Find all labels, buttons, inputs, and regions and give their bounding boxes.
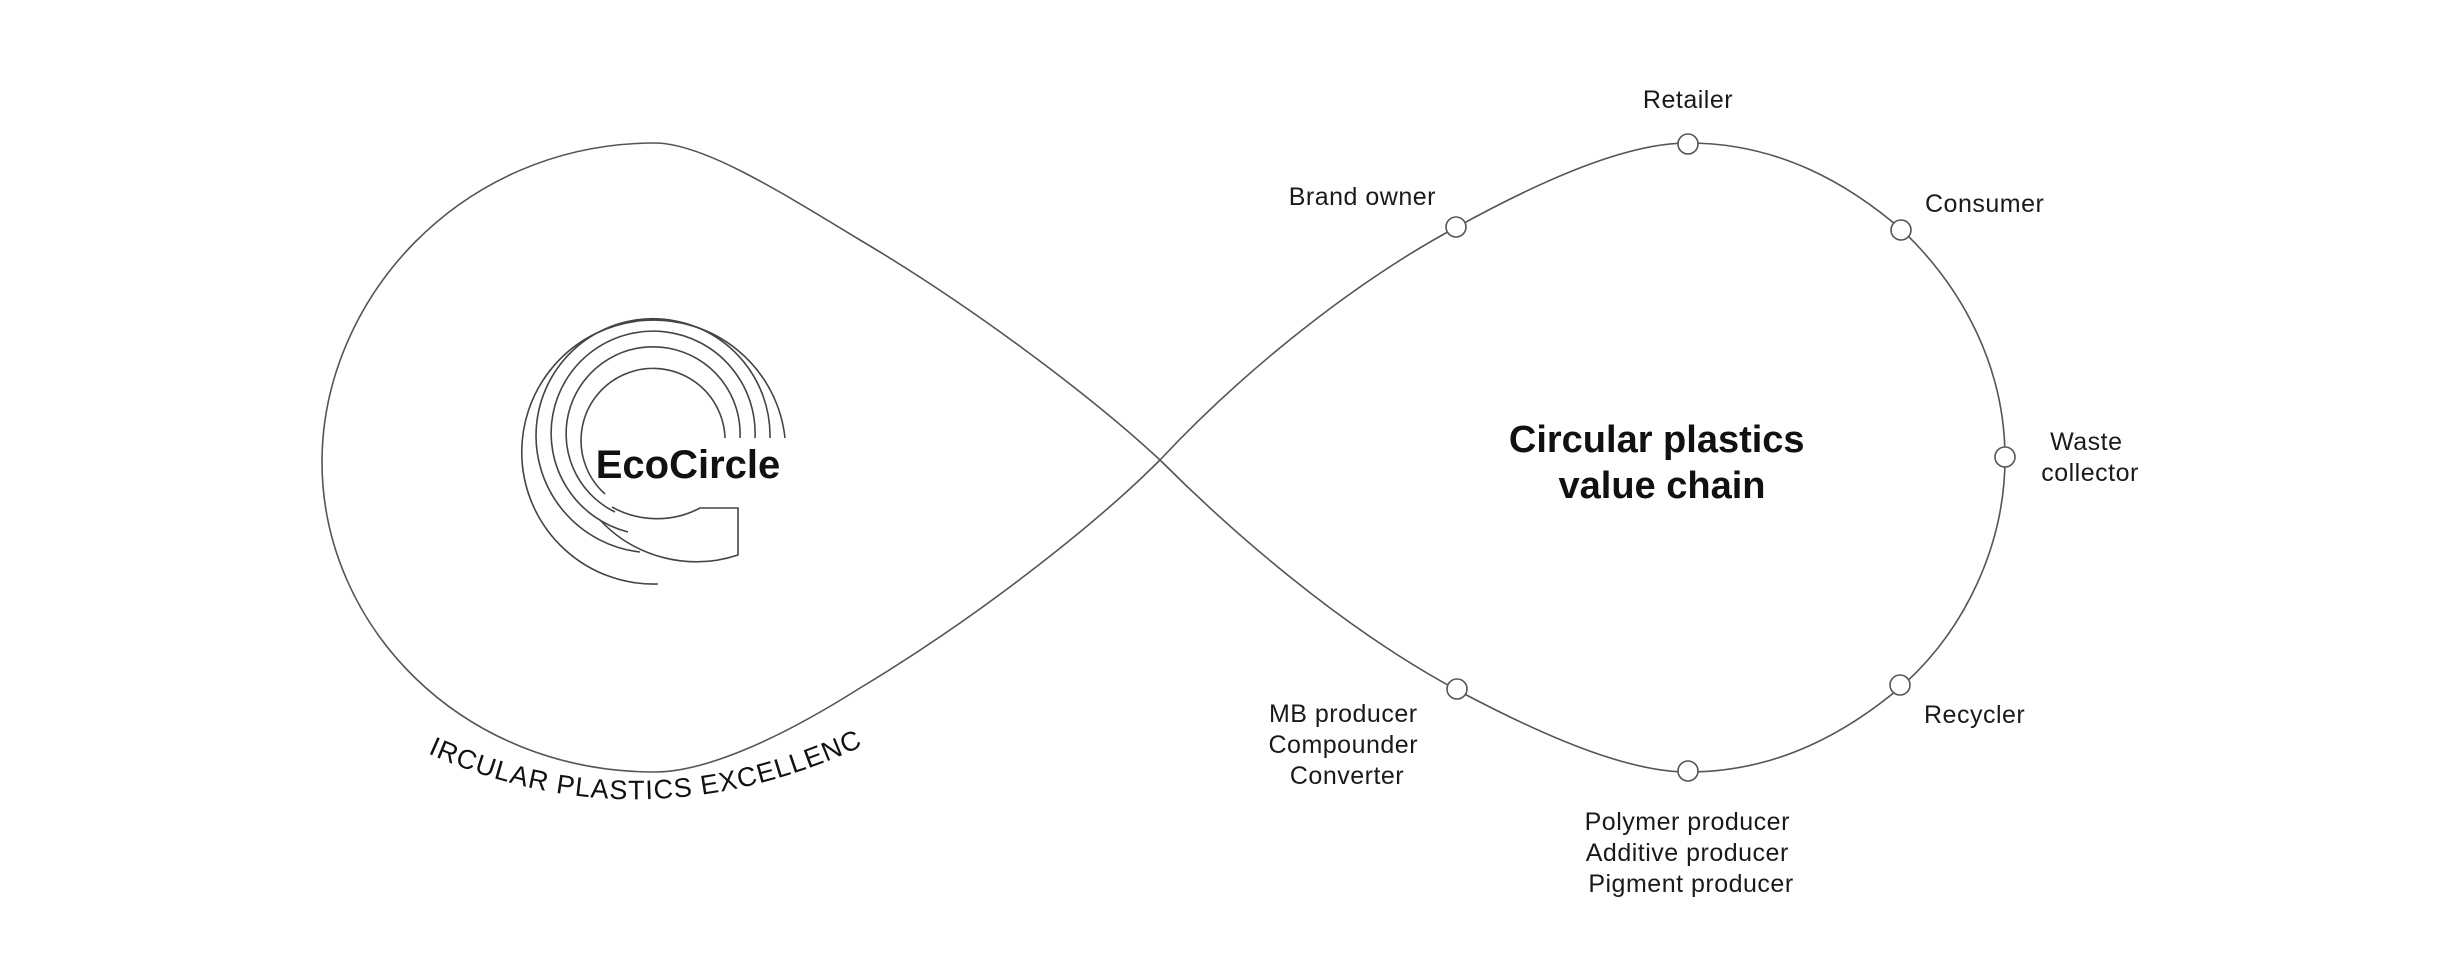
logo-arc-3: [550, 330, 756, 533]
node-polymer-producer: [1677, 760, 1699, 782]
logo-c-shape: [599, 506, 739, 563]
label-brand-owner: Brand owner: [1289, 183, 1436, 211]
node-waste-collector: [1994, 446, 2016, 468]
node-recycler: [1889, 674, 1911, 696]
ecocircle-logo: EcoCircle: [520, 317, 786, 585]
label-polymer-group: Polymer producer Additive producer Pigme…: [1585, 808, 1798, 898]
logo-arc-1: [520, 319, 786, 585]
logo-arc-2: [535, 317, 771, 553]
node-retailer: [1677, 133, 1699, 155]
label-recycler: Recycler: [1924, 701, 2025, 729]
node-consumer: [1890, 219, 1912, 241]
label-waste-collector: Waste collector: [2041, 428, 2139, 487]
logo-arc-5: [580, 367, 726, 495]
label-retailer: Retailer: [1643, 86, 1733, 114]
label-consumer: Consumer: [1925, 190, 2044, 218]
infinity-loop: [321, 142, 2006, 773]
logo-arc-4: [565, 346, 741, 513]
brand-tagline: CIRCULAR PLASTICS EXCELLENCE: [0, 0, 866, 805]
node-mb-producer: [1446, 678, 1468, 700]
brand-name: EcoCircle: [596, 443, 781, 487]
center-title: Circular plastics value chain: [1509, 419, 1815, 507]
node-brand-owner: [1445, 216, 1467, 238]
label-mb-group: MB producer Compounder Converter: [1269, 700, 1426, 790]
